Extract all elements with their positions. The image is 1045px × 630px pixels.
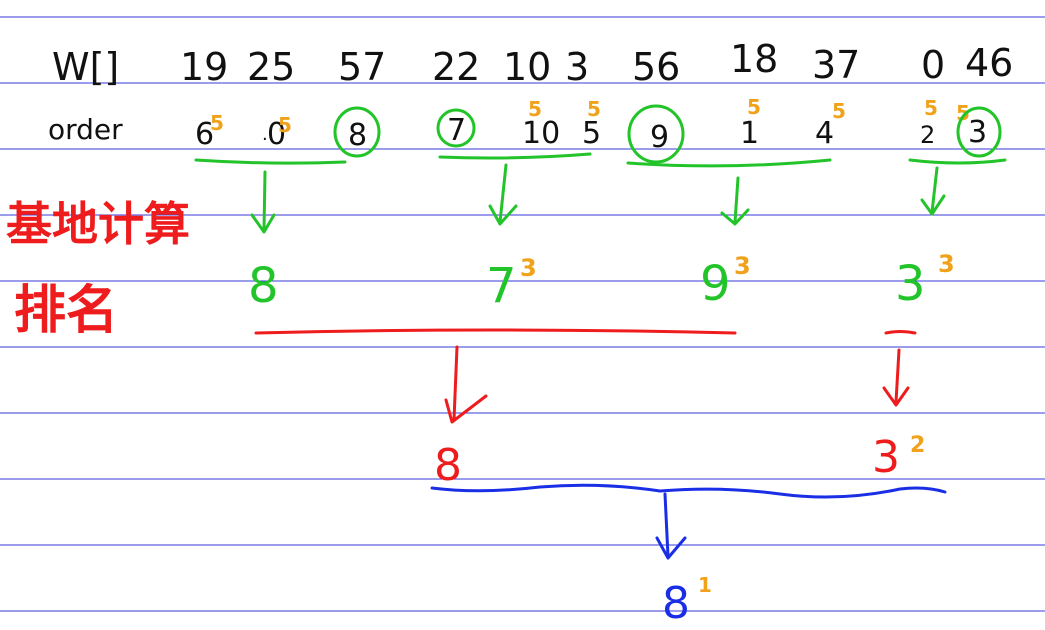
weight-value: 3 — [565, 45, 589, 89]
circle-mark — [956, 106, 1002, 158]
count-mark: 5 — [278, 113, 292, 137]
ruled-lines — [0, 16, 1045, 612]
order-value: 2 — [920, 121, 935, 149]
winner-value: 9 — [700, 256, 731, 312]
group-brace — [430, 483, 947, 499]
side-note-line2: 排名 — [14, 280, 118, 341]
order-row: order 6 0 8 7 10 5 9 1 4 2 3 . — [48, 113, 987, 155]
weight-value: 37 — [812, 43, 860, 87]
side-note: 基地计算 排名 — [6, 197, 190, 341]
order-value: 1 — [740, 116, 759, 151]
arrowhead — [444, 394, 488, 424]
circle-mark — [333, 106, 381, 158]
order-value: 10 — [522, 116, 560, 151]
weight-value: 10 — [503, 45, 551, 89]
count-mark: 3 — [938, 250, 955, 278]
count-mark: 3 — [520, 254, 537, 282]
winner-value: 8 — [434, 440, 462, 491]
arrowhead — [920, 194, 946, 216]
down-arrow — [733, 176, 740, 224]
winner-value: 7 — [486, 258, 517, 314]
winner-circles — [333, 104, 1002, 164]
weight-value: 25 — [247, 45, 295, 89]
weight-value: 22 — [432, 45, 480, 89]
arrowhead — [882, 386, 910, 407]
arrowhead — [655, 536, 687, 560]
order-value: 4 — [815, 116, 834, 151]
group-brace — [884, 330, 917, 335]
level1-winners: 8 7 9 3 — [248, 256, 926, 314]
down-arrow — [452, 345, 459, 422]
circle-mark — [627, 104, 685, 164]
down-arrow — [930, 166, 939, 214]
winner-value: 8 — [248, 258, 279, 314]
weight-value: 57 — [338, 45, 386, 89]
order-value: 0 — [267, 117, 286, 152]
down-arrow — [663, 492, 670, 558]
group-brace — [254, 328, 737, 335]
weight-value: 18 — [730, 37, 778, 81]
order-label: order — [48, 113, 123, 146]
winner-value: 3 — [895, 256, 926, 312]
order-value: 6 — [195, 117, 214, 152]
count-mark: 5 — [747, 95, 761, 119]
weight-value: 19 — [180, 45, 228, 89]
level1-marks: 3 3 3 — [520, 250, 955, 282]
count-mark: 3 — [734, 252, 751, 280]
arrowhead — [250, 213, 276, 234]
level3-connector — [430, 483, 947, 560]
order-marks: 5 5 5 5 5 5 5 5 — [210, 95, 970, 137]
level2-connectors — [254, 328, 917, 424]
circle-mark — [436, 108, 476, 148]
down-arrow — [262, 170, 267, 232]
count-mark: 1 — [698, 573, 712, 597]
order-value: 7 — [447, 113, 466, 148]
level1-arrows — [250, 163, 946, 234]
group-brace — [438, 152, 592, 160]
order-value: 8 — [348, 118, 367, 153]
arrowhead — [488, 204, 518, 226]
count-mark: 5 — [832, 99, 846, 123]
side-note-line1: 基地计算 — [6, 197, 190, 251]
weights-row: W[] 19 25 57 22 10 3 56 18 37 0 46 — [52, 37, 1013, 89]
weight-value: 46 — [965, 41, 1013, 85]
arrowhead — [720, 208, 750, 226]
level1-braces — [194, 152, 1007, 168]
level2-winners: 8 3 — [434, 432, 900, 491]
count-mark: 5 — [924, 96, 938, 120]
weight-value: 56 — [632, 45, 680, 89]
count-mark: 5 — [528, 97, 542, 121]
count-mark: 5 — [210, 111, 224, 135]
dot-separator: . — [262, 124, 268, 145]
final-winner: 8 — [662, 578, 690, 629]
order-value: 5 — [582, 116, 601, 151]
order-value: 9 — [650, 120, 669, 155]
weight-value: 0 — [921, 43, 945, 87]
count-mark: 5 — [587, 97, 601, 121]
group-brace — [908, 158, 1007, 165]
group-brace — [194, 158, 347, 165]
weights-label: W[] — [52, 45, 119, 89]
count-mark: 5 — [956, 101, 970, 125]
winner-value: 3 — [872, 432, 900, 483]
group-brace — [626, 158, 832, 168]
count-mark: 2 — [910, 433, 925, 458]
down-arrow — [498, 163, 508, 224]
down-arrow — [894, 348, 901, 404]
order-value: 3 — [968, 115, 987, 150]
